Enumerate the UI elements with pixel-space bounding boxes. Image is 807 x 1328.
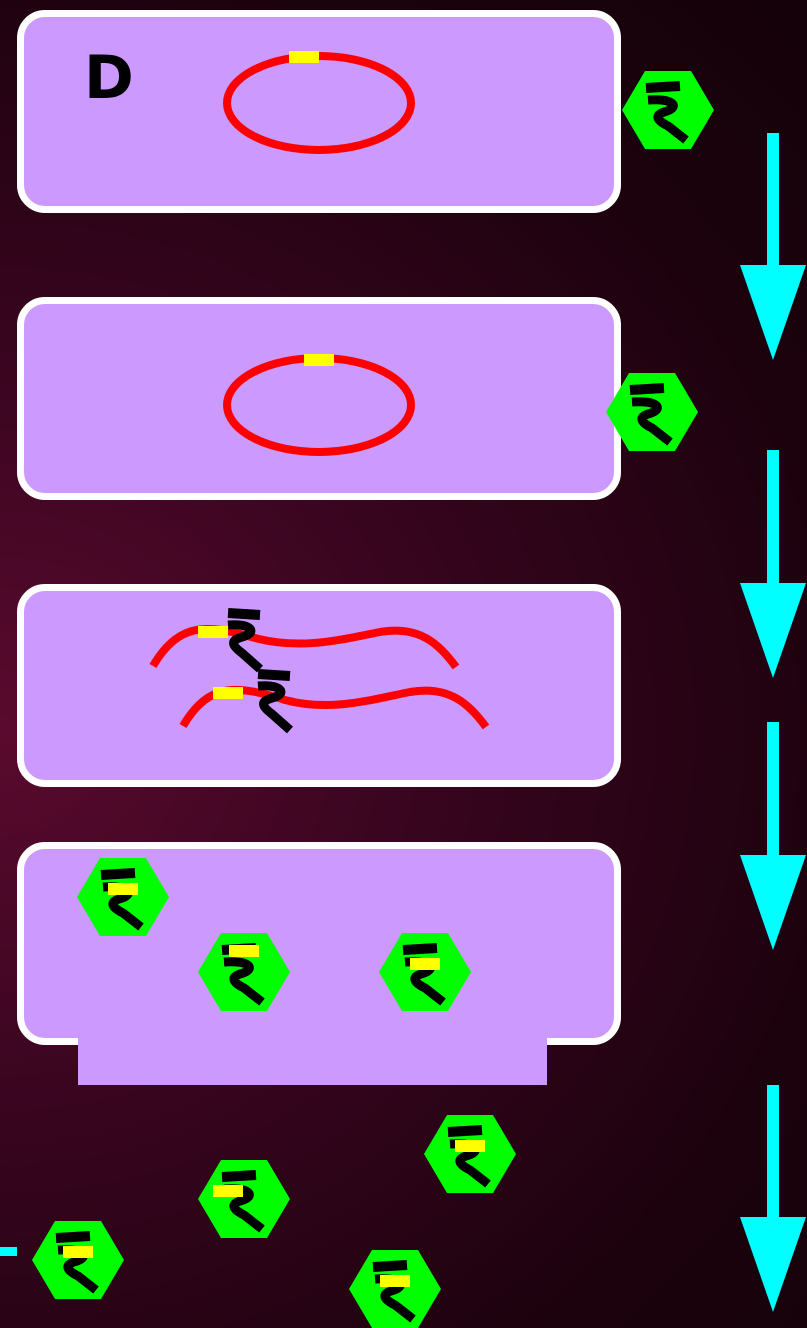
edge-arrow-stub [0,1247,17,1256]
phage-progeny-inside [77,858,471,1011]
plasmid-stage-1 [227,51,411,150]
plasmid-stage-2 [227,354,411,452]
flow-arrow-1 [740,133,806,360]
linear-dna-1 [153,613,456,669]
linear-dna-2 [183,674,486,730]
flow-arrow-3 [740,722,806,950]
phage-attaching [622,71,714,149]
phage-progeny-released [32,1115,516,1328]
flow-arrow-2 [740,450,806,678]
insert-marker [289,51,319,63]
phage-injecting [606,373,698,451]
flow-arrow-4 [740,1085,806,1312]
insert-marker [304,354,334,366]
